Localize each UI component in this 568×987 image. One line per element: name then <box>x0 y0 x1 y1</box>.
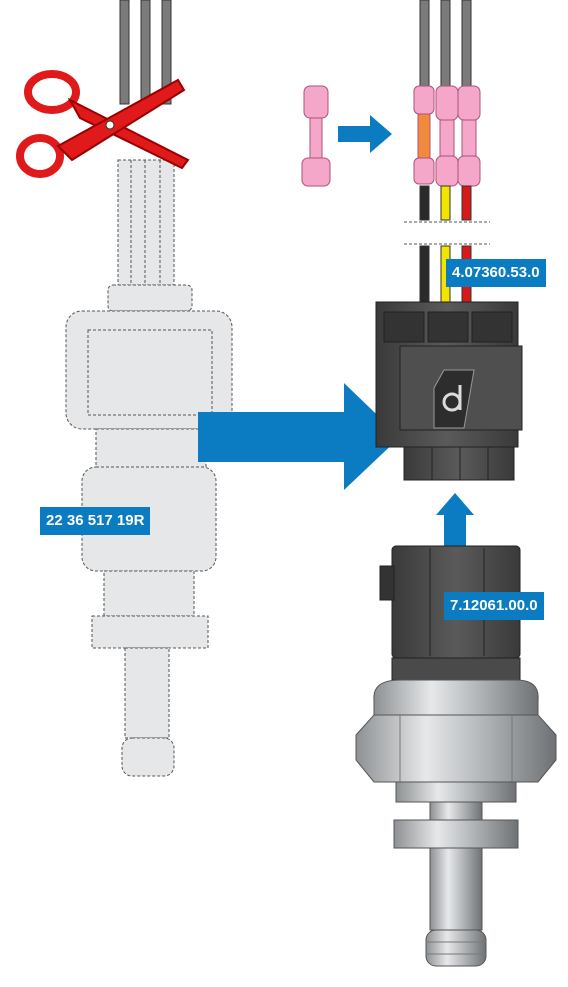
arrow-small-icon <box>338 115 392 153</box>
connector-part-label: 4.07360.53.0 <box>446 259 546 287</box>
new-sensor <box>355 545 557 967</box>
arrow-up-icon <box>436 493 474 556</box>
scissors-icon <box>16 70 190 178</box>
butt-connector-loose <box>301 85 331 187</box>
old-sensor-ghost <box>65 159 233 777</box>
old-sensor-wires <box>119 0 172 105</box>
new-sensor-part-label: 7.12061.00.0 <box>444 592 544 620</box>
old-sensor-part-label: 22 36 517 19R <box>40 507 151 535</box>
arrow-right-icon <box>198 383 400 490</box>
brand-logo-icon <box>433 369 475 429</box>
wire-break-lines <box>404 221 490 245</box>
